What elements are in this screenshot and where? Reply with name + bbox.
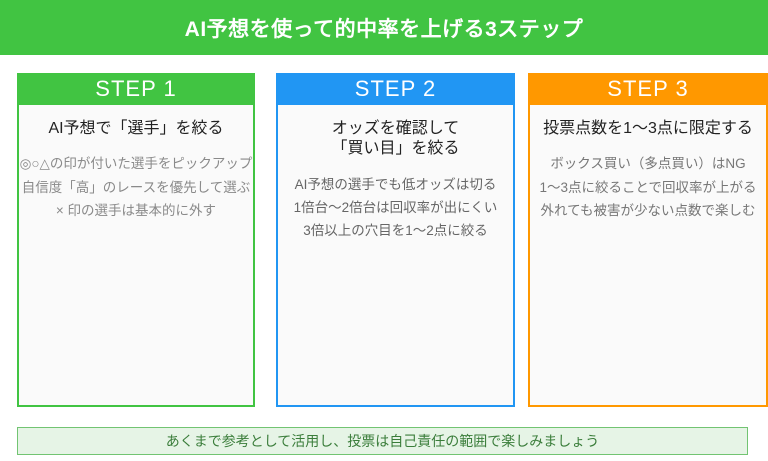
step-3-body: ボックス買い（多点買い）はNG 1〜3点に絞ることで回収率が上がる 外れても被害… bbox=[530, 152, 766, 222]
header-banner: AI予想を使って的中率を上げる3ステップ bbox=[0, 0, 768, 55]
page-title: AI予想を使って的中率を上げる3ステップ bbox=[184, 17, 584, 41]
step-3-header: STEP 3 bbox=[528, 73, 768, 105]
footer-note-text: あくまで参考として活用し、投票は自己責任の範囲で楽しみましょう bbox=[165, 433, 600, 449]
step-1-header: STEP 1 bbox=[17, 73, 255, 105]
step-1-label: STEP 1 bbox=[95, 76, 177, 101]
step-1-title: AI予想で「選手」を絞る bbox=[48, 120, 224, 137]
step-2-body-line-1: AI予想の選手でも低オッズは切る bbox=[294, 176, 497, 192]
step-3-title: 投票点数を1〜3点に限定する bbox=[543, 120, 753, 137]
step-3-label: STEP 3 bbox=[607, 76, 689, 101]
step-2-title-line-1: オッズを確認して bbox=[331, 120, 460, 137]
step-2-body-line-3: 3倍以上の穴目を1〜2点に絞る bbox=[303, 223, 488, 239]
step-3-body-line-1: ボックス買い（多点買い）はNG bbox=[550, 156, 746, 172]
step-1-body: ◎○△の印が付いた選手をピックアップ 自信度「高」のレースを優先して選ぶ × 印… bbox=[19, 152, 253, 222]
step-2-title: オッズを確認して 「買い目」を絞る bbox=[278, 119, 513, 160]
step-card-2: STEP 2 オッズを確認して 「買い目」を絞る AI予想の選手でも低オッズは切… bbox=[276, 73, 515, 407]
step-1-body-line-3: × 印の選手は基本的に外す bbox=[55, 202, 217, 218]
step-2-title-line-2: 「買い目」を絞る bbox=[331, 140, 460, 158]
step-card-3: STEP 3 投票点数を1〜3点に限定する ボックス買い（多点買い）はNG 1〜… bbox=[528, 73, 768, 407]
step-3-body-line-2: 1〜3点に絞ることで回収率が上がる bbox=[539, 179, 757, 195]
step-1-body-line-2: 自信度「高」のレースを優先して選ぶ bbox=[21, 179, 251, 195]
step-2-body-line-2: 1倍台〜2倍台は回収率が出にくい bbox=[293, 200, 498, 216]
step-card-1: STEP 1 AI予想で「選手」を絞る ◎○△の印が付いた選手をピックアップ 自… bbox=[17, 73, 255, 407]
step-2-header: STEP 2 bbox=[276, 73, 515, 105]
step-3-body-line-3: 外れても被害が少ない点数で楽しむ bbox=[540, 202, 756, 218]
step-2-label: STEP 2 bbox=[354, 76, 437, 101]
step-1-body-line-1: ◎○△の印が付いた選手をピックアップ bbox=[19, 156, 253, 172]
step-2-body: AI予想の選手でも低オッズは切る 1倍台〜2倍台は回収率が出にくい 3倍以上の穴… bbox=[278, 173, 513, 243]
steps-container: STEP 1 AI予想で「選手」を絞る ◎○△の印が付いた選手をピックアップ 自… bbox=[0, 73, 768, 407]
footer-note: あくまで参考として活用し、投票は自己責任の範囲で楽しみましょう bbox=[17, 427, 748, 455]
